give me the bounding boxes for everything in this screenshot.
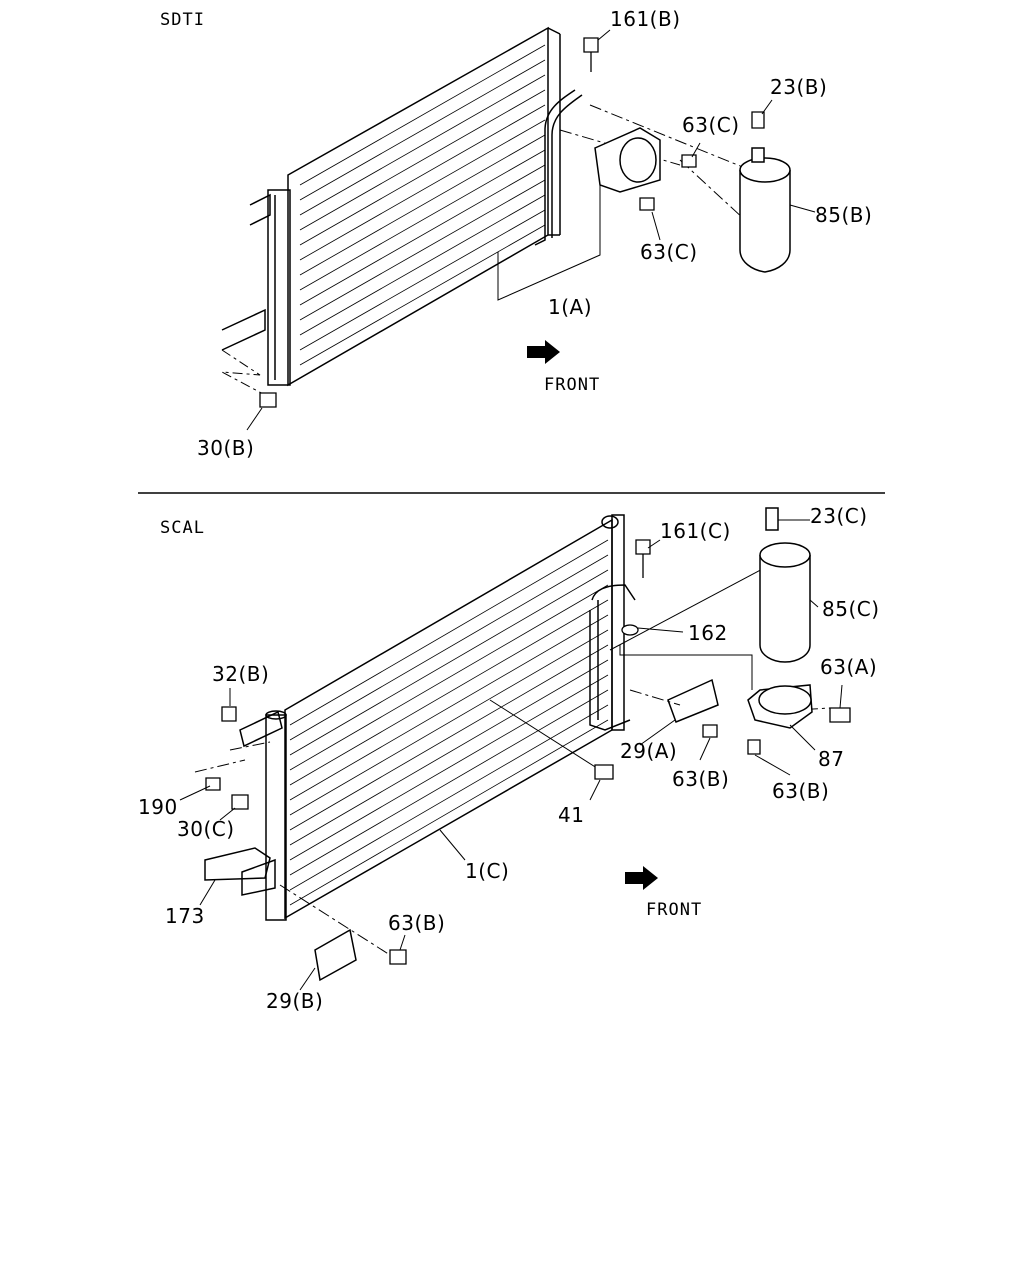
bolts-bottom [206,540,850,964]
callout-1a: 1(A) [548,295,593,319]
front-label-bottom: FRONT [646,900,703,920]
callout-63b-middle: 63(B) [672,767,730,791]
callout-63b-right: 63(B) [772,779,830,803]
callout-161b: 161(B) [610,7,681,31]
front-arrow-top [527,340,560,364]
callout-173: 173 [165,904,205,928]
callout-190: 190 [138,795,178,819]
callout-41: 41 [558,803,585,827]
callout-63b-lower: 63(B) [388,911,446,935]
front-arrow-bottom [625,866,658,890]
callout-29b: 29(B) [266,989,324,1013]
clamp-bottom [748,685,812,728]
callout-32b: 32(B) [212,662,270,686]
callout-87: 87 [818,747,845,771]
receiver-drier-top [740,148,790,272]
callout-29a: 29(A) [620,739,678,763]
callout-85b: 85(B) [815,203,873,227]
callout-1c: 1(C) [465,859,510,883]
condenser-top [222,28,750,395]
clamp-bracket-top [595,128,660,192]
section-title-sdti: SDTI [160,10,205,30]
bolts-top [260,38,764,407]
callout-63c-lower: 63(C) [640,240,698,264]
callout-161c: 161(C) [660,519,731,543]
callout-30c: 30(C) [177,817,235,841]
callout-85c: 85(C) [822,597,880,621]
label-leaders [180,30,842,990]
callout-30b: 30(B) [197,436,255,460]
callout-23b: 23(B) [770,75,828,99]
callout-162: 162 [688,621,728,645]
condenser-bottom [195,515,830,980]
section-title-scal: SCAL [160,518,205,538]
callout-63c-upper: 63(C) [682,113,740,137]
callout-63a: 63(A) [820,655,878,679]
callout-23c: 23(C) [810,504,868,528]
front-label-top: FRONT [544,375,601,395]
receiver-drier-bottom [760,508,810,662]
